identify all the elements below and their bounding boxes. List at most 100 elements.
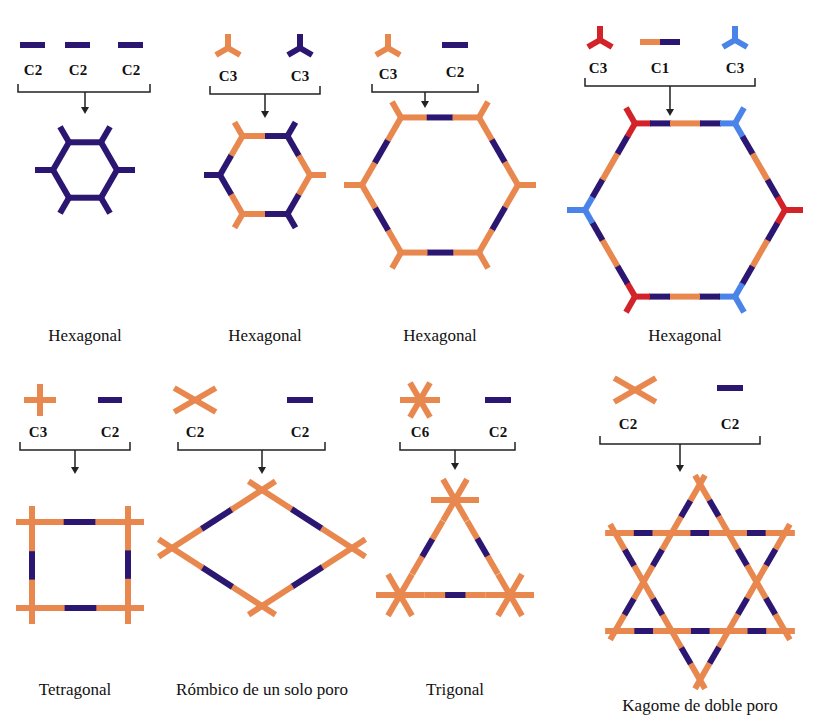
bond-segment — [602, 239, 618, 266]
bond-segment — [785, 207, 803, 213]
bond-segment — [95, 605, 128, 611]
bond-segment — [650, 120, 671, 126]
bond-segment — [427, 114, 454, 120]
bond-segment — [400, 595, 412, 616]
bond-segment — [69, 195, 101, 201]
bond-segment — [195, 400, 216, 412]
bond-segment — [719, 294, 735, 300]
bond-segment — [510, 595, 522, 616]
bond-segment — [768, 180, 779, 198]
bond-segment — [117, 167, 135, 173]
bond-segment — [467, 521, 477, 539]
bond-segment — [101, 142, 117, 170]
bond-segment — [492, 207, 505, 230]
bond-segment — [375, 207, 388, 230]
bond-segment — [649, 294, 670, 300]
bond-segment — [101, 198, 110, 214]
lattice-caption: Kagome de doble poro — [622, 697, 777, 716]
bond-segment — [243, 211, 266, 217]
symmetry-label: C3 — [379, 66, 397, 83]
bond-segment — [427, 250, 454, 256]
bond-segment — [262, 481, 275, 490]
bond-segment — [125, 579, 131, 608]
bond-segment — [455, 500, 467, 521]
bond-segment — [505, 185, 518, 208]
bond-segment — [479, 230, 492, 253]
bond-segment — [640, 39, 660, 45]
bond-segment — [719, 631, 729, 648]
bond-segment — [634, 628, 653, 634]
bond-segment — [738, 549, 748, 566]
bond-segment — [652, 530, 671, 536]
bond-segment — [352, 539, 365, 548]
bond-segment — [288, 214, 296, 228]
bond-segment — [235, 214, 243, 228]
bond-segment — [600, 40, 612, 47]
bond-segment — [653, 549, 663, 566]
bond-segment — [505, 162, 518, 185]
bond-segment — [709, 530, 728, 536]
bond-segment — [747, 628, 766, 634]
bond-segment — [262, 490, 293, 510]
bond-segment — [344, 182, 362, 188]
bond-segment — [20, 42, 45, 48]
bond-segment — [592, 222, 603, 240]
lattice-caption: Hexagonal — [48, 327, 122, 346]
bond-segment — [593, 179, 604, 197]
bond-segment — [643, 582, 653, 599]
bond-segment — [615, 614, 625, 631]
lattice-caption: Hexagonal — [403, 327, 477, 346]
bond-segment — [202, 509, 233, 529]
bond-segment — [174, 400, 195, 412]
bond-segment — [101, 170, 117, 198]
bond-segment — [615, 530, 634, 536]
bracket-arrow — [585, 78, 755, 116]
bond-segment — [53, 142, 69, 170]
bond-segment — [125, 506, 131, 522]
bond-segment — [626, 297, 635, 313]
bond-segment — [585, 210, 593, 223]
symmetry-label: C1 — [651, 60, 669, 77]
bond-segment — [29, 592, 35, 608]
bond-segment — [228, 48, 240, 55]
bond-segment — [709, 500, 719, 517]
bond-segment — [204, 172, 220, 178]
bond-segment — [69, 139, 101, 145]
bond-segment — [262, 606, 275, 615]
bond-segment — [401, 114, 428, 120]
bond-segment — [605, 530, 615, 536]
bond-segment — [288, 194, 299, 213]
bond-segment — [32, 605, 65, 611]
bond-segment — [412, 556, 422, 574]
bond-segment — [443, 500, 455, 521]
bond-segment — [610, 631, 615, 640]
bond-segment — [388, 595, 400, 616]
symmetry-label: C2 — [721, 416, 739, 433]
bond-segment — [299, 175, 310, 195]
bond-segment — [443, 479, 455, 500]
bond-segment — [29, 579, 35, 608]
bond-segment — [455, 479, 467, 500]
bond-segment — [653, 598, 663, 615]
bond-segment — [388, 117, 401, 140]
bond-segment — [321, 548, 352, 568]
bond-segment — [172, 548, 203, 568]
bond-segment — [445, 592, 466, 598]
bond-segment — [442, 42, 468, 48]
bond-segment — [37, 384, 43, 400]
bond-segment — [376, 48, 388, 55]
bond-segment — [432, 521, 442, 539]
bond-segment — [757, 565, 767, 582]
bond-segment — [695, 680, 700, 689]
bond-segment — [220, 175, 231, 194]
bond-segment — [627, 283, 635, 297]
bond-segment — [728, 614, 738, 631]
bond-segment — [195, 388, 216, 400]
bond-segment — [125, 550, 131, 579]
bond-segment — [735, 108, 744, 124]
lattice-caption: Rómbico de un solo poro — [176, 681, 348, 700]
symmetry-label: C2 — [291, 424, 309, 441]
bond-segment — [452, 250, 479, 256]
symmetry-label: C2 — [24, 62, 42, 79]
